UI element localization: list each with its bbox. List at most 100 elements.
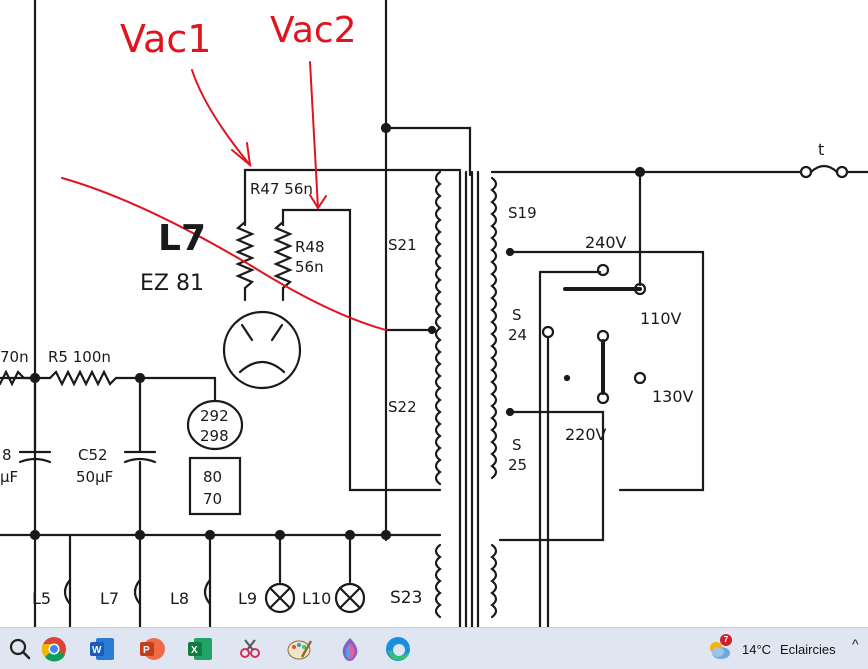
label-s23: S23 — [390, 588, 422, 608]
label-s19: S19 — [508, 204, 537, 222]
wire-r47-loop — [243, 168, 462, 227]
selector-130v — [633, 371, 647, 385]
wire-r48-loop — [281, 208, 442, 492]
annotation-arrow-vac2 — [309, 61, 319, 209]
resistor-r48 — [273, 220, 293, 302]
lamp-l9-bulb — [264, 582, 296, 614]
label-s24-b: 24 — [508, 326, 527, 344]
cap-left-plate-2 — [18, 457, 52, 464]
label-r48-a: R48 — [295, 238, 325, 256]
wire-s25-tap — [498, 410, 605, 542]
resistor-r47 — [235, 220, 255, 302]
label-c-left-b: µF — [0, 468, 18, 486]
tube-type: EZ 81 — [140, 271, 204, 296]
lamp-l5-coil — [63, 578, 72, 606]
junction-dot — [380, 122, 392, 134]
tag-70: 70 — [203, 490, 222, 508]
windows-search-icon[interactable] — [6, 635, 34, 663]
selector-s24 — [541, 325, 555, 339]
label-110v: 110V — [640, 309, 682, 328]
lamp-l10-bulb — [334, 582, 366, 614]
lamp-l10-cross-b — [338, 586, 362, 610]
weather-description: Eclaircies — [780, 642, 836, 657]
tag-80: 80 — [203, 468, 222, 486]
weather-alert-badge: 7 — [720, 634, 732, 646]
tube-anode-left — [240, 323, 254, 342]
winding-s21-s22 — [434, 170, 442, 486]
tap-dot — [505, 247, 515, 257]
paint-icon[interactable] — [286, 635, 314, 663]
resistor-left — [0, 369, 37, 387]
selector-110v — [633, 282, 647, 296]
junction-dot — [29, 529, 41, 541]
annotation-arrowhead-vac1 — [231, 142, 252, 168]
label-130v: 130V — [652, 387, 694, 406]
chrome-icon[interactable] — [40, 635, 68, 663]
label-lamp-l7: L7 — [100, 589, 119, 608]
edge-icon[interactable] — [384, 635, 412, 663]
annotation-arrow-vac1 — [191, 69, 251, 166]
powerpoint-icon[interactable]: P — [138, 635, 166, 663]
label-r47: R47 56n — [250, 180, 313, 198]
annotation-arrowhead-vac2 — [309, 194, 327, 210]
fuse-terminal-right — [835, 165, 849, 179]
resistor-r5 — [48, 369, 142, 387]
tube-name: L7 — [158, 218, 206, 259]
fuse-symbol — [809, 164, 839, 174]
weather-widget[interactable]: 7 14°C Eclaircies — [706, 634, 846, 664]
tag-298: 298 — [200, 427, 229, 445]
tag-80-70 — [188, 456, 242, 516]
label-lamp-l10: L10 — [302, 589, 331, 608]
label-s21: S21 — [388, 236, 417, 254]
weather-cloud-icon — [706, 636, 732, 662]
excel-icon[interactable]: X — [186, 635, 214, 663]
label-s24-a: S — [512, 306, 522, 324]
label-r5: R5 100n — [48, 348, 111, 366]
annotation-vac2: Vac2 — [270, 10, 357, 51]
label-220v: 220V — [565, 425, 607, 444]
snipping-icon[interactable] — [236, 635, 264, 663]
label-r48-b: 56n — [295, 258, 324, 276]
label-c-left-a: 8 — [2, 446, 12, 464]
fuse-terminal-left — [799, 165, 813, 179]
tap-dot — [563, 374, 571, 382]
lamp-l7-coil — [133, 578, 142, 606]
label-lamp-l5: L5 — [32, 589, 51, 608]
label-s25-b: 25 — [508, 456, 527, 474]
winding-s19-s24-s25 — [490, 176, 498, 480]
junction-dot — [427, 325, 437, 335]
label-s25-a: S — [512, 436, 522, 454]
svg-text:P: P — [143, 645, 150, 656]
label-s22: S22 — [388, 398, 417, 416]
tap-dot — [505, 407, 515, 417]
label-240v: 240V — [585, 233, 627, 252]
wire-top-transformer — [384, 126, 472, 177]
winding-s23 — [434, 543, 442, 619]
tube-envelope — [222, 310, 302, 390]
tag-292-298 — [186, 399, 244, 451]
lamp-l8-coil — [203, 578, 212, 606]
weather-temperature: 14°C — [742, 642, 772, 657]
svg-text:W: W — [92, 645, 102, 656]
label-c52-b: 50µF — [76, 468, 113, 486]
schematic-diagram: Vac1 Vac2 L7 EZ 81 R47 56n R48 56n R5 10… — [0, 0, 868, 627]
label-c52-a: C52 — [78, 446, 108, 464]
copilot-icon[interactable] — [336, 635, 364, 663]
tube-anode-right — [270, 323, 284, 342]
tube-cathode — [238, 360, 286, 374]
annotation-strike-line — [61, 177, 387, 331]
tray-chevron-icon[interactable]: ^ — [852, 636, 859, 652]
label-lamp-l9: L9 — [238, 589, 257, 608]
selector-240v — [596, 263, 610, 277]
word-icon[interactable]: W — [88, 635, 116, 663]
label-r-left: 70n — [0, 348, 29, 366]
tag-292: 292 — [200, 407, 229, 425]
taskbar: W P X 7 14°C Eclaircies ^ — [0, 627, 868, 669]
svg-text:X: X — [191, 645, 198, 656]
cap-c52-plate-2 — [123, 457, 157, 464]
annotation-vac1: Vac1 — [120, 17, 211, 61]
winding-s23-secondary — [490, 543, 498, 619]
label-fuse: t — [818, 140, 824, 159]
wire-240v-tap — [508, 250, 705, 492]
label-lamp-l8: L8 — [170, 589, 189, 608]
